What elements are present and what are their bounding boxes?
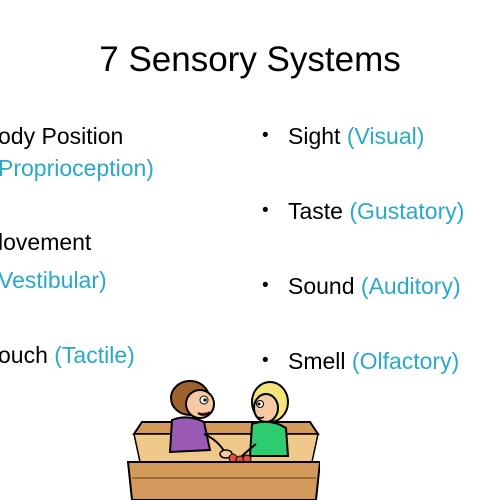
left-item-touch: ouch (Tactile)	[0, 341, 135, 369]
right-kid-face	[253, 393, 279, 423]
bullet-icon: •	[262, 125, 269, 146]
kids-in-sandbox-illustration	[126, 380, 320, 500]
right-item-sight: Sight (Visual)	[288, 122, 424, 150]
right-item-paren: (Visual)	[346, 123, 425, 149]
right-item-sound: Sound (Auditory)	[288, 272, 461, 300]
sandbox-back-edge	[132, 421, 320, 435]
right-kid-shirt	[248, 420, 290, 457]
left-item-label: lovement	[0, 229, 92, 255]
bullet-icon: •	[262, 200, 269, 221]
left-item-label: ody Position	[0, 123, 124, 149]
bullet-icon: •	[262, 275, 269, 296]
right-item-paren: (Olfactory)	[351, 348, 460, 374]
slide-title: 7 Sensory Systems	[99, 40, 401, 79]
bullet-icon: •	[262, 350, 269, 371]
left-item-paren: (Tactile)	[54, 342, 135, 368]
right-item-paren: (Auditory)	[360, 273, 461, 299]
right-item-paren: (Gustatory)	[349, 198, 465, 224]
right-item-label: Smell	[288, 348, 346, 374]
left-item-label: ouch	[0, 342, 48, 368]
right-item-label: Taste	[288, 198, 343, 224]
sandbox-front-wall	[126, 461, 320, 500]
right-item-smell: Smell (Olfactory)	[288, 347, 459, 375]
right-item-label: Sound	[288, 273, 355, 299]
left-item-movement-sub: Vestibular)	[0, 267, 107, 293]
right-item-taste: Taste (Gustatory)	[288, 197, 464, 225]
left-item-body-position: ody Position	[0, 122, 123, 150]
left-item-body-position-sub: Proprioception)	[0, 155, 154, 181]
left-kid-shirt	[168, 416, 212, 454]
left-item-movement: lovement	[0, 228, 91, 256]
right-item-label: Sight	[288, 123, 341, 149]
